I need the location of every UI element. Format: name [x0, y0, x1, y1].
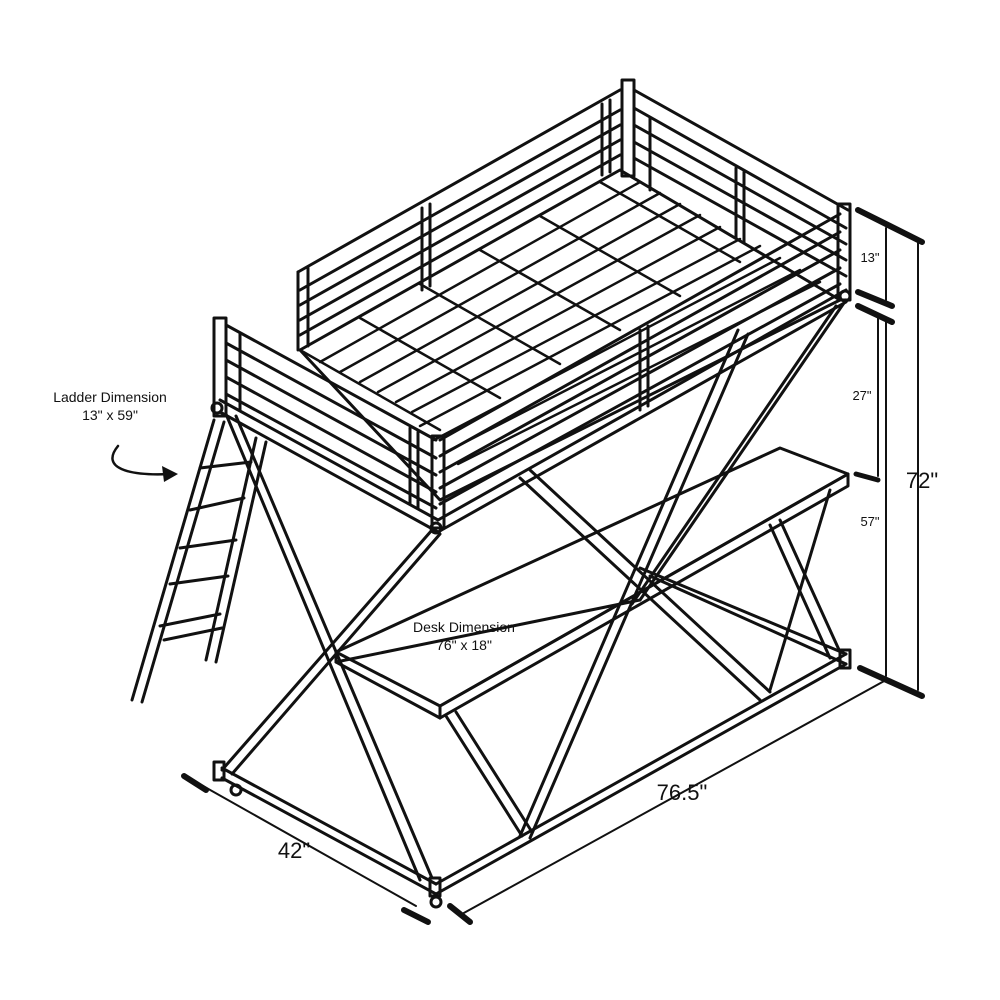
length-label: 76.5"	[657, 780, 708, 805]
desk-dimension-value: 76" x 18"	[436, 637, 492, 653]
dimension-lines	[111, 207, 925, 925]
slat-deck	[298, 168, 842, 502]
ladder	[130, 418, 268, 704]
upper-frame-beam	[210, 288, 852, 535]
total-height-top-tick	[855, 207, 925, 245]
x-brace-right-end	[630, 298, 848, 692]
length-line	[461, 679, 887, 915]
arrow-head-icon	[162, 466, 178, 482]
total-height-bottom-tick	[857, 665, 925, 699]
ladder-dimension-value: 13" x 59"	[82, 407, 138, 423]
desk-dimension-title: Desk Dimension	[413, 619, 515, 635]
ladder-callout-arrow	[111, 444, 172, 476]
back-guard-rail	[296, 78, 636, 352]
x-brace-front	[518, 328, 772, 840]
front-guard-rail	[430, 212, 842, 530]
rail-height-tick	[855, 289, 895, 309]
head-guard-rail	[632, 88, 852, 302]
gap-label: 27"	[852, 388, 871, 403]
desk	[334, 446, 850, 838]
gap-bottom-tick	[853, 471, 881, 483]
total-height-label: 72"	[906, 468, 938, 493]
width-label: 42"	[278, 838, 310, 863]
ladder-dimension-title: Ladder Dimension	[53, 389, 167, 405]
rail-height-label: 13"	[860, 250, 879, 265]
width-left-tick	[181, 773, 209, 793]
length-left-tick	[447, 903, 473, 925]
foot-guard-rail	[212, 316, 438, 510]
bed-frame-drawing	[130, 78, 852, 909]
clearance-label: 57"	[860, 514, 879, 529]
width-right-tick	[401, 907, 431, 925]
width-line	[195, 781, 417, 907]
base-frame	[212, 566, 852, 909]
